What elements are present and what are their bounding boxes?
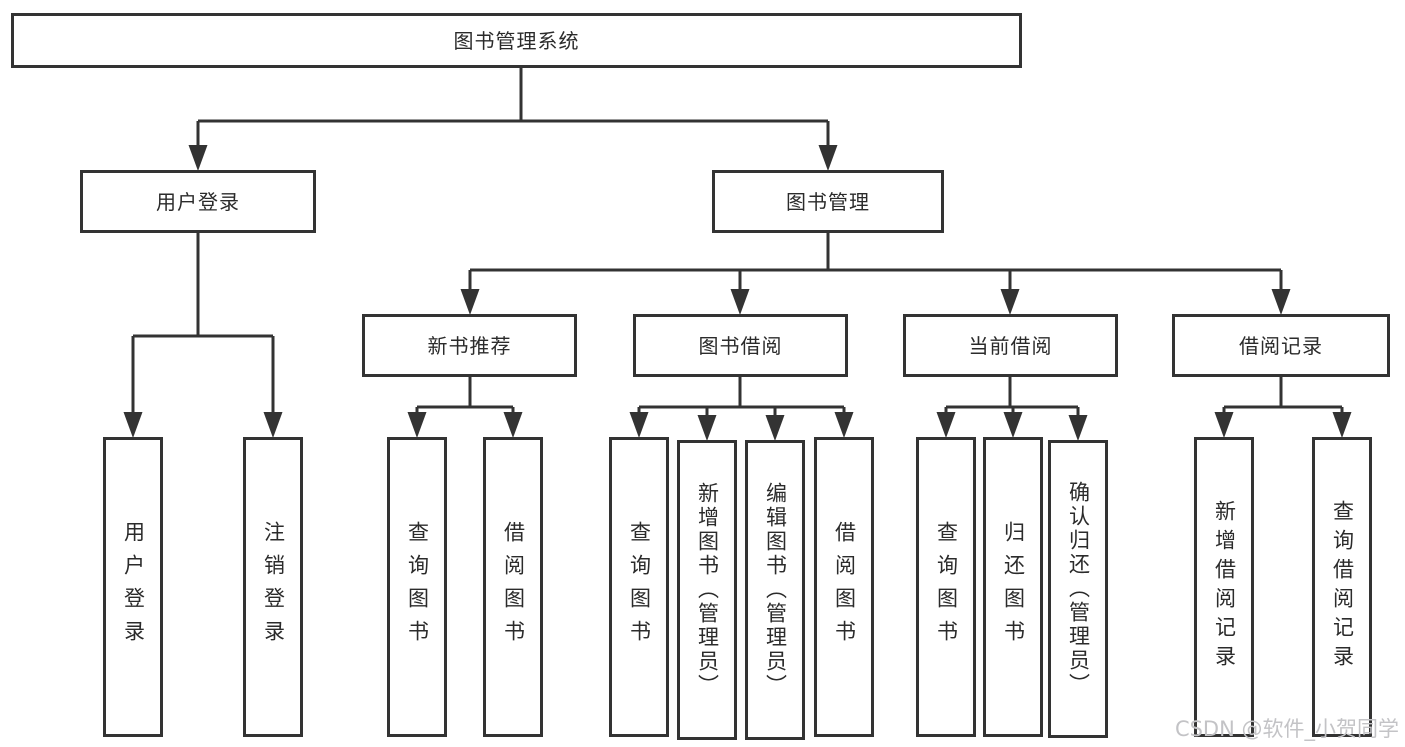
node-label: 查询图书 [405,521,430,653]
node-book-management: 图书管理 [712,170,944,233]
node-label: 新增借阅记录 [1212,500,1237,674]
node-user-login: 用户登录 [80,170,316,233]
node-label: 借阅图书 [501,521,526,653]
leaf-borrow-query-books: 查询图书 [609,437,669,737]
leaf-current-query-books: 查询图书 [916,437,976,737]
leaf-add-book-admin: 新增图书（管理员） [677,440,737,740]
node-label: 用户登录 [121,521,146,653]
node-label: 图书管理 [786,189,870,214]
leaf-return-books: 归还图书 [983,437,1043,737]
node-library-management-system: 图书管理系统 [11,13,1022,68]
node-label: 借阅图书 [832,521,857,653]
edge-strokes [131,68,1344,417]
leaf-borrow-books: 借阅图书 [814,437,874,737]
leaf-edit-book-admin: 编辑图书（管理员） [745,440,805,740]
node-current-borrow: 当前借阅 [903,314,1118,377]
node-label: 编辑图书（管理员） [763,482,788,698]
leaf-query-borrow-record: 查询借阅记录 [1312,437,1372,737]
csdn-watermark: CSDN @软件_小贺同学 [1174,717,1399,741]
node-label: 借阅记录 [1239,333,1323,358]
leaf-add-borrow-record: 新增借阅记录 [1194,437,1254,737]
node-new-book-recommend: 新书推荐 [362,314,577,377]
node-borrow-records: 借阅记录 [1172,314,1390,377]
edge-arrowheads [123,145,1352,441]
node-label: 图书管理系统 [453,28,580,53]
node-label: 用户登录 [156,189,240,214]
leaf-logout: 注销登录 [243,437,303,737]
node-label: 图书借阅 [698,333,783,358]
node-label: 确认归还（管理员） [1066,481,1091,697]
leaf-recommend-query-books: 查询图书 [387,437,447,737]
node-label: 注销登录 [261,521,286,653]
node-label: 查询借阅记录 [1330,500,1355,674]
node-book-borrow: 图书借阅 [633,314,848,377]
node-label: 查询图书 [627,521,652,653]
node-label: 新增图书（管理员） [695,482,720,698]
node-label: 当前借阅 [968,333,1053,358]
leaf-confirm-return-admin: 确认归还（管理员） [1048,440,1108,738]
node-label: 归还图书 [1001,521,1026,653]
node-label: 新书推荐 [427,333,512,358]
leaf-user-login: 用户登录 [103,437,163,737]
node-label: 查询图书 [934,521,959,653]
leaf-recommend-borrow-books: 借阅图书 [483,437,543,737]
